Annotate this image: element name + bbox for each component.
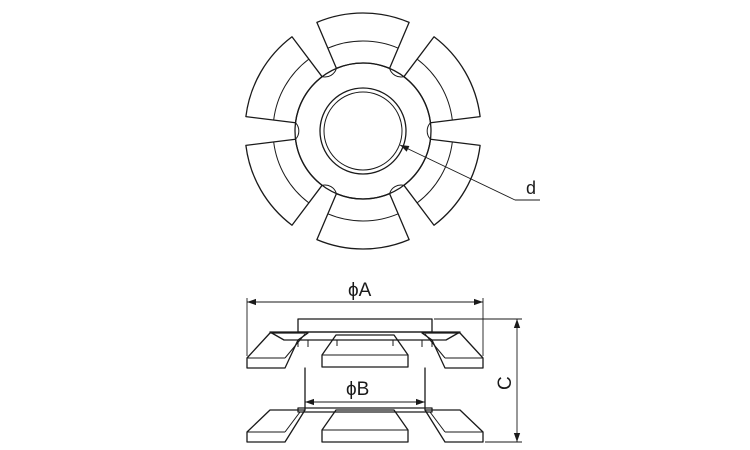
petal-segment: [245, 36, 323, 124]
slot-end: [389, 68, 405, 78]
slot-end: [321, 184, 337, 194]
slot-end: [389, 184, 405, 194]
lower-fin-left: [246, 409, 306, 443]
petal-step-arc: [416, 58, 453, 121]
collar-ring: [294, 62, 432, 200]
side-view: [246, 298, 522, 443]
bore-inner: [323, 91, 403, 171]
cap-lower-band: [269, 331, 461, 341]
upper-fin-right: [421, 332, 484, 369]
petal-step-arc: [416, 141, 453, 204]
upper-fin-left: [246, 332, 309, 369]
label-d: d: [526, 178, 536, 198]
top-view: [245, 12, 481, 250]
cap-plate: [297, 318, 433, 333]
label-phi-b: ϕB: [346, 379, 369, 400]
d-leader: [399, 144, 540, 201]
label-c: C: [495, 376, 516, 390]
petal-segment: [245, 138, 323, 226]
slot-end: [321, 68, 337, 78]
bore-outer: [319, 87, 407, 175]
slot-end: [295, 122, 300, 140]
label-phi-a: ϕA: [348, 280, 372, 301]
petal-step-arc: [273, 58, 310, 121]
petal-step-arc: [327, 213, 399, 222]
lower-fin-right: [424, 409, 484, 443]
slot-end: [426, 122, 431, 140]
lower-fin-center: [321, 409, 409, 443]
lower-collar: [297, 407, 433, 413]
petal-segment: [403, 36, 481, 124]
petal-step-arc: [273, 141, 310, 204]
petal-step-arc: [327, 40, 399, 49]
